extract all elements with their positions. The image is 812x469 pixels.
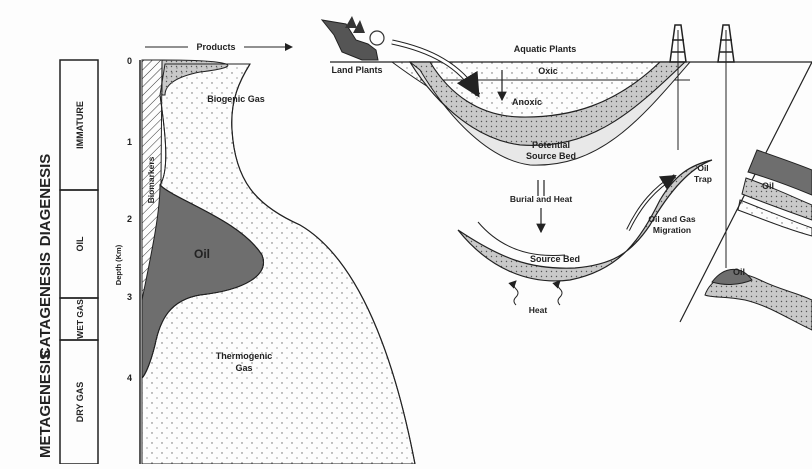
aquatic-plants-label: Aquatic Plants (514, 44, 577, 54)
tick-3: 3 (127, 292, 132, 302)
heat-arrow-left (514, 281, 518, 305)
biomarkers-label: Biomarkers (146, 156, 156, 203)
lower-oil-pool (712, 269, 752, 284)
tick-2: 2 (127, 214, 132, 224)
land-plants-label: Land Plants (331, 65, 382, 75)
tick-4: 4 (127, 373, 132, 383)
oxic-label: Oxic (538, 66, 558, 76)
thermogenic-gas-label-2: Gas (235, 363, 252, 373)
trap-oil-lower-label: Oil (733, 267, 745, 277)
thermogenic-gas-label-1: Thermogenic (216, 351, 273, 361)
oil-label: Oil (194, 247, 210, 261)
products-label: Products (196, 42, 235, 52)
window-dry-gas: DRY GAS (75, 382, 85, 423)
window-immature: IMMATURE (75, 101, 85, 149)
trap-oil-upper-label: Oil (762, 181, 774, 191)
heat-label: Heat (529, 305, 548, 315)
source-bed-section: Source Bed Heat (458, 160, 712, 315)
biogenic-gas-label: Biogenic Gas (207, 94, 265, 104)
burial-and-heat-label: Burial and Heat (510, 194, 573, 204)
anoxic-label: Anoxic (512, 97, 542, 107)
oil-trap-label-2: Trap (694, 174, 712, 184)
lake-basin: Aquatic Plants Oxic Anoxic Potential Sou… (330, 42, 812, 165)
potential-source-bed-label-2: Source Bed (526, 151, 576, 161)
generation-curves: Biomarkers Biogenic Gas Oil Thermogenic … (142, 60, 415, 464)
stage-catagenesis: CATAGENESIS (37, 252, 54, 358)
window-wet-gas: WET GAS (75, 299, 85, 339)
tick-1: 1 (127, 137, 132, 147)
burial-section: Burial and Heat (510, 180, 573, 232)
land-plants: Land Plants (322, 16, 384, 75)
stage-metagenesis: METAGENESIS (37, 350, 54, 458)
source-bed-label: Source Bed (530, 254, 580, 264)
migration-label-2: Migration (653, 225, 691, 235)
stage-diagenesis: DIAGENESIS (37, 154, 54, 247)
heat-arrow-right (558, 281, 562, 305)
oil-trap-label-1: Oil (697, 163, 708, 173)
depth-axis: 0 1 2 3 4 Depth (Km) (114, 56, 140, 464)
products-arrow: Products (145, 42, 292, 52)
tick-0: 0 (127, 56, 132, 66)
depth-axis-label: Depth (Km) (114, 244, 123, 285)
migration-label-1: Oil and Gas (648, 214, 696, 224)
potential-source-bed-label-1: Potential (532, 140, 570, 150)
stage-column: DIAGENESIS CATAGENESIS METAGENESIS IMMAT… (37, 60, 98, 464)
bush-icon (370, 31, 384, 45)
window-oil: OIL (75, 236, 85, 252)
